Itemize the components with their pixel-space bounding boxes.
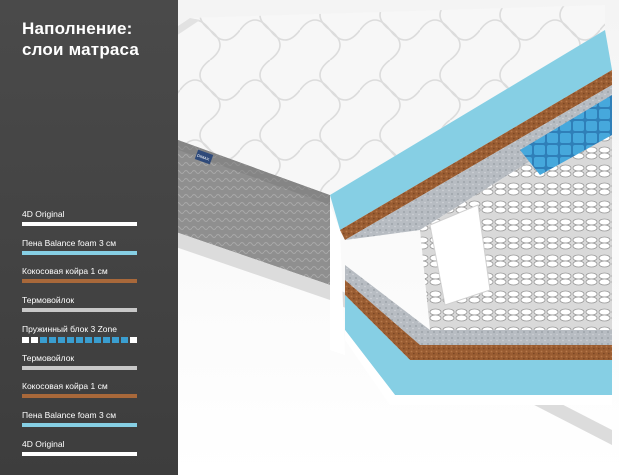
- coir-layer-top: [340, 70, 612, 240]
- layer-label: Термовойлок: [22, 352, 75, 363]
- bottom-cover: [345, 330, 612, 405]
- foam-layer-bottom: [345, 295, 612, 395]
- spring-zone-segment: [58, 336, 65, 343]
- felt-layer-top: [345, 85, 612, 240]
- spring-zone-segment: [130, 336, 137, 343]
- layer-color-bar: [22, 279, 137, 284]
- title-line-1: Наполнение:: [22, 19, 133, 38]
- layer-color-bar: [22, 365, 137, 370]
- brand-label: DIMAX: [194, 149, 214, 165]
- spring-zone-segment: [94, 336, 101, 343]
- cutaway-layers: [330, 30, 612, 405]
- foam-corner-block: [429, 204, 491, 306]
- layer-color-bar: [22, 308, 137, 313]
- layer-label: Термовойлок: [22, 295, 75, 306]
- layer-label: Кокосовая койра 1 см: [22, 266, 108, 277]
- layer-color-bar: [22, 336, 137, 343]
- layer-color-bar: [22, 222, 137, 226]
- spring-zone-segment: [22, 336, 29, 343]
- spring-zone-segment: [67, 336, 74, 343]
- spring-zone-segment: [103, 336, 110, 343]
- foam-layer-top: [330, 30, 612, 230]
- side-foam-edge: [330, 205, 345, 355]
- coir-layer-bottom: [345, 280, 612, 360]
- spring-zone-segment: [31, 336, 38, 343]
- layer-color-bar: [22, 451, 137, 456]
- layer-label: 4D Original: [22, 438, 65, 449]
- layer-color-bar: [22, 422, 137, 427]
- layer-label: 4D Original: [22, 209, 65, 219]
- spring-zone-segment: [112, 336, 119, 343]
- layer-label: Пена Balance foam 3 см: [22, 409, 117, 420]
- felt-layer-bottom: [345, 265, 612, 345]
- spring-zone-segment: [40, 336, 47, 343]
- spring-zone-blue: [520, 95, 612, 175]
- spring-zone-segment: [76, 336, 83, 343]
- layer-color-bar: [22, 394, 137, 399]
- spring-zone-segment: [49, 336, 56, 343]
- brand-tag: DIMAX: [196, 153, 210, 162]
- layer-label: Пружинный блок 3 Zone: [22, 323, 117, 334]
- layer-label: Пена Balance foam 3 см: [22, 237, 117, 248]
- layer-label: Кокосовая койра 1 см: [22, 381, 108, 392]
- page-title: Наполнение: слои матраса: [22, 18, 172, 60]
- spring-zone-segment: [121, 336, 128, 343]
- layer-color-bar: [22, 250, 137, 255]
- title-line-2: слои матраса: [22, 40, 140, 59]
- spring-zone-segment: [85, 336, 92, 343]
